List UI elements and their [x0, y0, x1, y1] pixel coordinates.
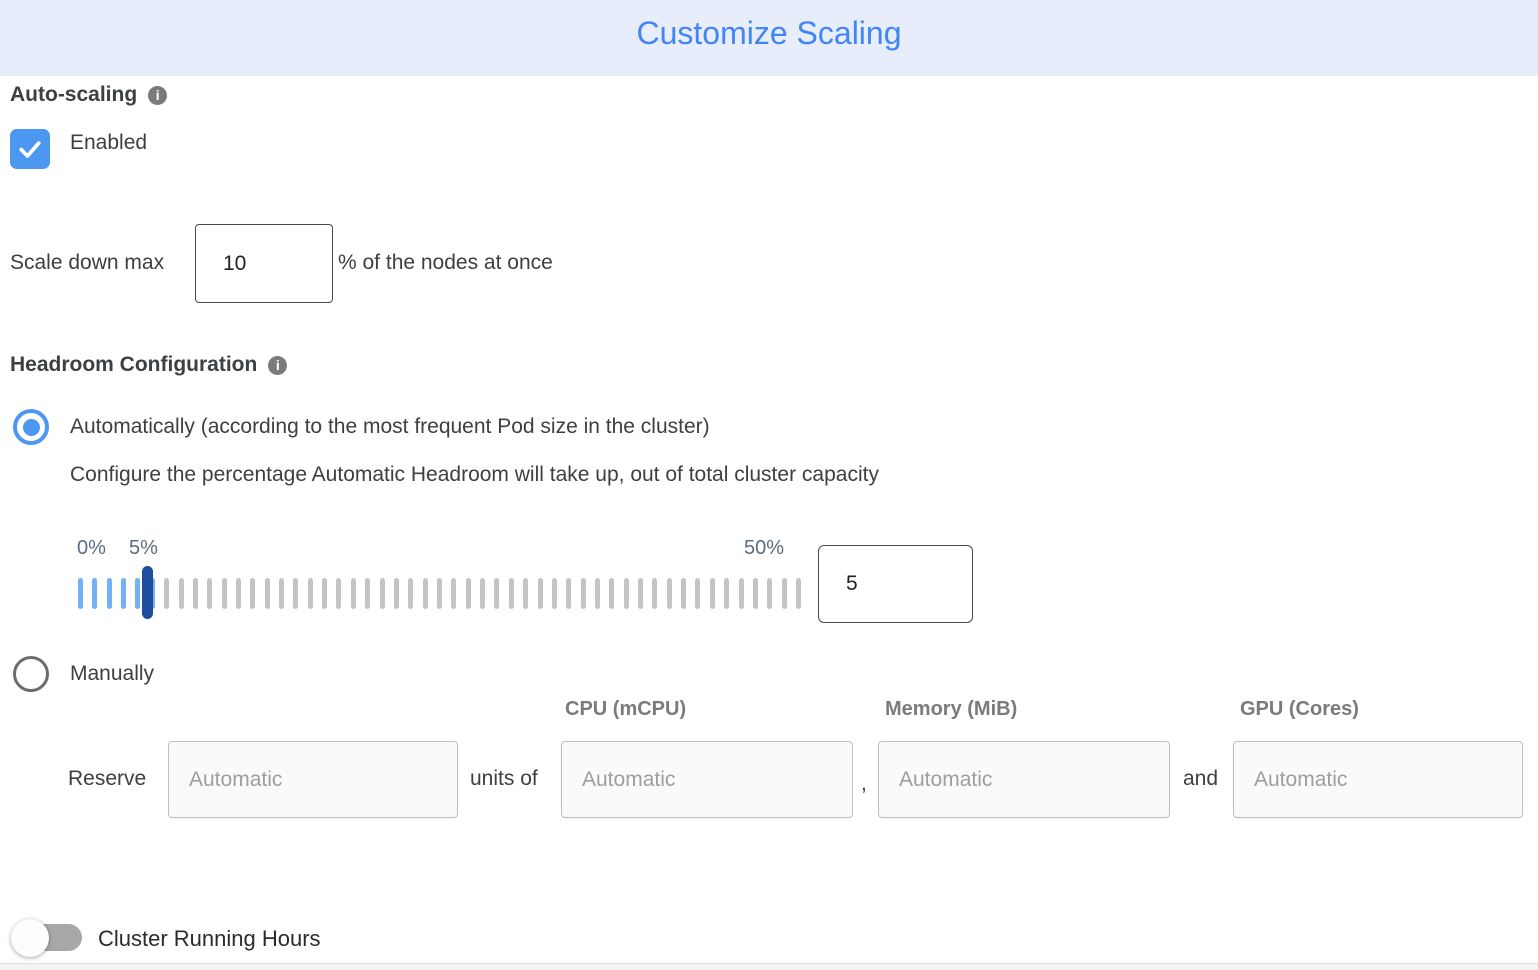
- slider-tick[interactable]: [192, 578, 198, 609]
- slider-tick[interactable]: [609, 578, 615, 609]
- cluster-running-hours-label: Cluster Running Hours: [98, 926, 321, 951]
- column-header-cpu: CPU (mCPU): [565, 698, 687, 720]
- slider-tick[interactable]: [465, 578, 471, 609]
- slider-tick[interactable]: [78, 578, 83, 609]
- and-label: and: [1183, 767, 1219, 790]
- toggle-knob[interactable]: [11, 919, 49, 957]
- column-header-gpu: GPU (Cores): [1240, 698, 1359, 720]
- column-header-memory: Memory (MiB): [885, 698, 1018, 720]
- slider-tick[interactable]: [350, 578, 356, 609]
- slider-tick[interactable]: [523, 578, 529, 609]
- slider-tick[interactable]: [623, 578, 629, 609]
- comma-separator: ,: [861, 772, 867, 795]
- slider-tick[interactable]: [393, 578, 399, 609]
- slider-tick[interactable]: [781, 578, 787, 609]
- headroom-percentage-input[interactable]: [818, 545, 973, 623]
- slider-tick[interactable]: [121, 578, 127, 609]
- headroom-automatic-radio[interactable]: [13, 409, 49, 445]
- page-title: Customize Scaling: [636, 14, 902, 51]
- slider-tick[interactable]: [221, 578, 227, 609]
- slider-tick[interactable]: [436, 578, 442, 609]
- slider-tick[interactable]: [422, 578, 428, 609]
- reserve-units-input[interactable]: [168, 741, 458, 818]
- slider-tick[interactable]: [709, 578, 715, 609]
- slider-current-label: 5%: [129, 537, 158, 559]
- auto-scaling-heading: Auto-scaling i: [10, 83, 168, 107]
- radio-selected-dot: [22, 418, 40, 436]
- slider-tick[interactable]: [307, 578, 313, 609]
- slider-tick[interactable]: [336, 578, 342, 609]
- checkmark-icon: [19, 141, 41, 158]
- headroom-automatic-description: Configure the percentage Automatic Headr…: [70, 463, 879, 486]
- slider-tick[interactable]: [738, 578, 744, 609]
- slider-tick[interactable]: [494, 578, 500, 609]
- slider-tick[interactable]: [279, 578, 285, 609]
- bottom-divider: [0, 963, 1538, 964]
- slider-tick[interactable]: [537, 578, 543, 609]
- reserve-label: Reserve: [68, 767, 147, 790]
- slider-tick[interactable]: [379, 578, 385, 609]
- headroom-manual-option-label[interactable]: Manually: [70, 662, 155, 685]
- units-of-label: units of: [470, 767, 538, 790]
- slider-tick[interactable]: [92, 578, 98, 609]
- slider-tick[interactable]: [207, 578, 213, 609]
- slider-tick[interactable]: [767, 578, 773, 609]
- headroom-slider-handle[interactable]: [142, 566, 153, 619]
- slider-tick[interactable]: [164, 578, 170, 609]
- slider-min-label: 0%: [77, 537, 106, 559]
- slider-tick[interactable]: [480, 578, 486, 609]
- scale-down-max-input[interactable]: [195, 224, 333, 303]
- slider-tick[interactable]: [322, 578, 328, 609]
- auto-scaling-label: Auto-scaling: [10, 83, 138, 106]
- slider-tick[interactable]: [250, 578, 256, 609]
- slider-tick[interactable]: [508, 578, 514, 609]
- slider-max-label: 50%: [744, 537, 785, 559]
- scale-down-prefix: Scale down max: [10, 251, 165, 274]
- slider-tick[interactable]: [408, 578, 414, 609]
- slider-tick[interactable]: [106, 578, 112, 609]
- slider-tick[interactable]: [566, 578, 572, 609]
- headroom-label: Headroom Configuration: [10, 353, 258, 376]
- slider-tick[interactable]: [178, 578, 184, 609]
- slider-tick[interactable]: [638, 578, 644, 609]
- slider-tick[interactable]: [681, 578, 687, 609]
- slider-tick[interactable]: [594, 578, 600, 609]
- enabled-label: Enabled: [70, 131, 148, 154]
- slider-tick[interactable]: [551, 578, 557, 609]
- panel-header: Customize Scaling: [0, 0, 1538, 76]
- slider-tick[interactable]: [235, 578, 241, 609]
- slider-tick[interactable]: [695, 578, 701, 609]
- slider-tick[interactable]: [135, 578, 141, 609]
- slider-tick[interactable]: [451, 578, 457, 609]
- headroom-automatic-option-label[interactable]: Automatically (according to the most fre…: [70, 415, 710, 438]
- slider-tick[interactable]: [293, 578, 299, 609]
- slider-tick[interactable]: [795, 578, 801, 609]
- headroom-heading: Headroom Configuration i: [10, 353, 288, 377]
- reserve-cpu-input[interactable]: [561, 741, 853, 818]
- reserve-gpu-input[interactable]: [1233, 741, 1523, 818]
- bottom-band: [0, 964, 1538, 970]
- auto-scaling-info-icon[interactable]: i: [148, 85, 168, 105]
- slider-tick[interactable]: [652, 578, 658, 609]
- slider-tick[interactable]: [666, 578, 672, 609]
- scale-down-suffix: % of the nodes at once: [338, 251, 553, 274]
- slider-tick[interactable]: [724, 578, 730, 609]
- headroom-slider-ticks[interactable]: [78, 578, 801, 609]
- slider-tick[interactable]: [752, 578, 758, 609]
- auto-scaling-enabled-checkbox[interactable]: [10, 129, 50, 169]
- headroom-info-icon[interactable]: i: [268, 355, 288, 375]
- headroom-manual-radio[interactable]: [13, 656, 49, 692]
- slider-tick[interactable]: [365, 578, 371, 609]
- slider-tick[interactable]: [264, 578, 270, 609]
- slider-tick[interactable]: [580, 578, 586, 609]
- reserve-memory-input[interactable]: [878, 741, 1170, 818]
